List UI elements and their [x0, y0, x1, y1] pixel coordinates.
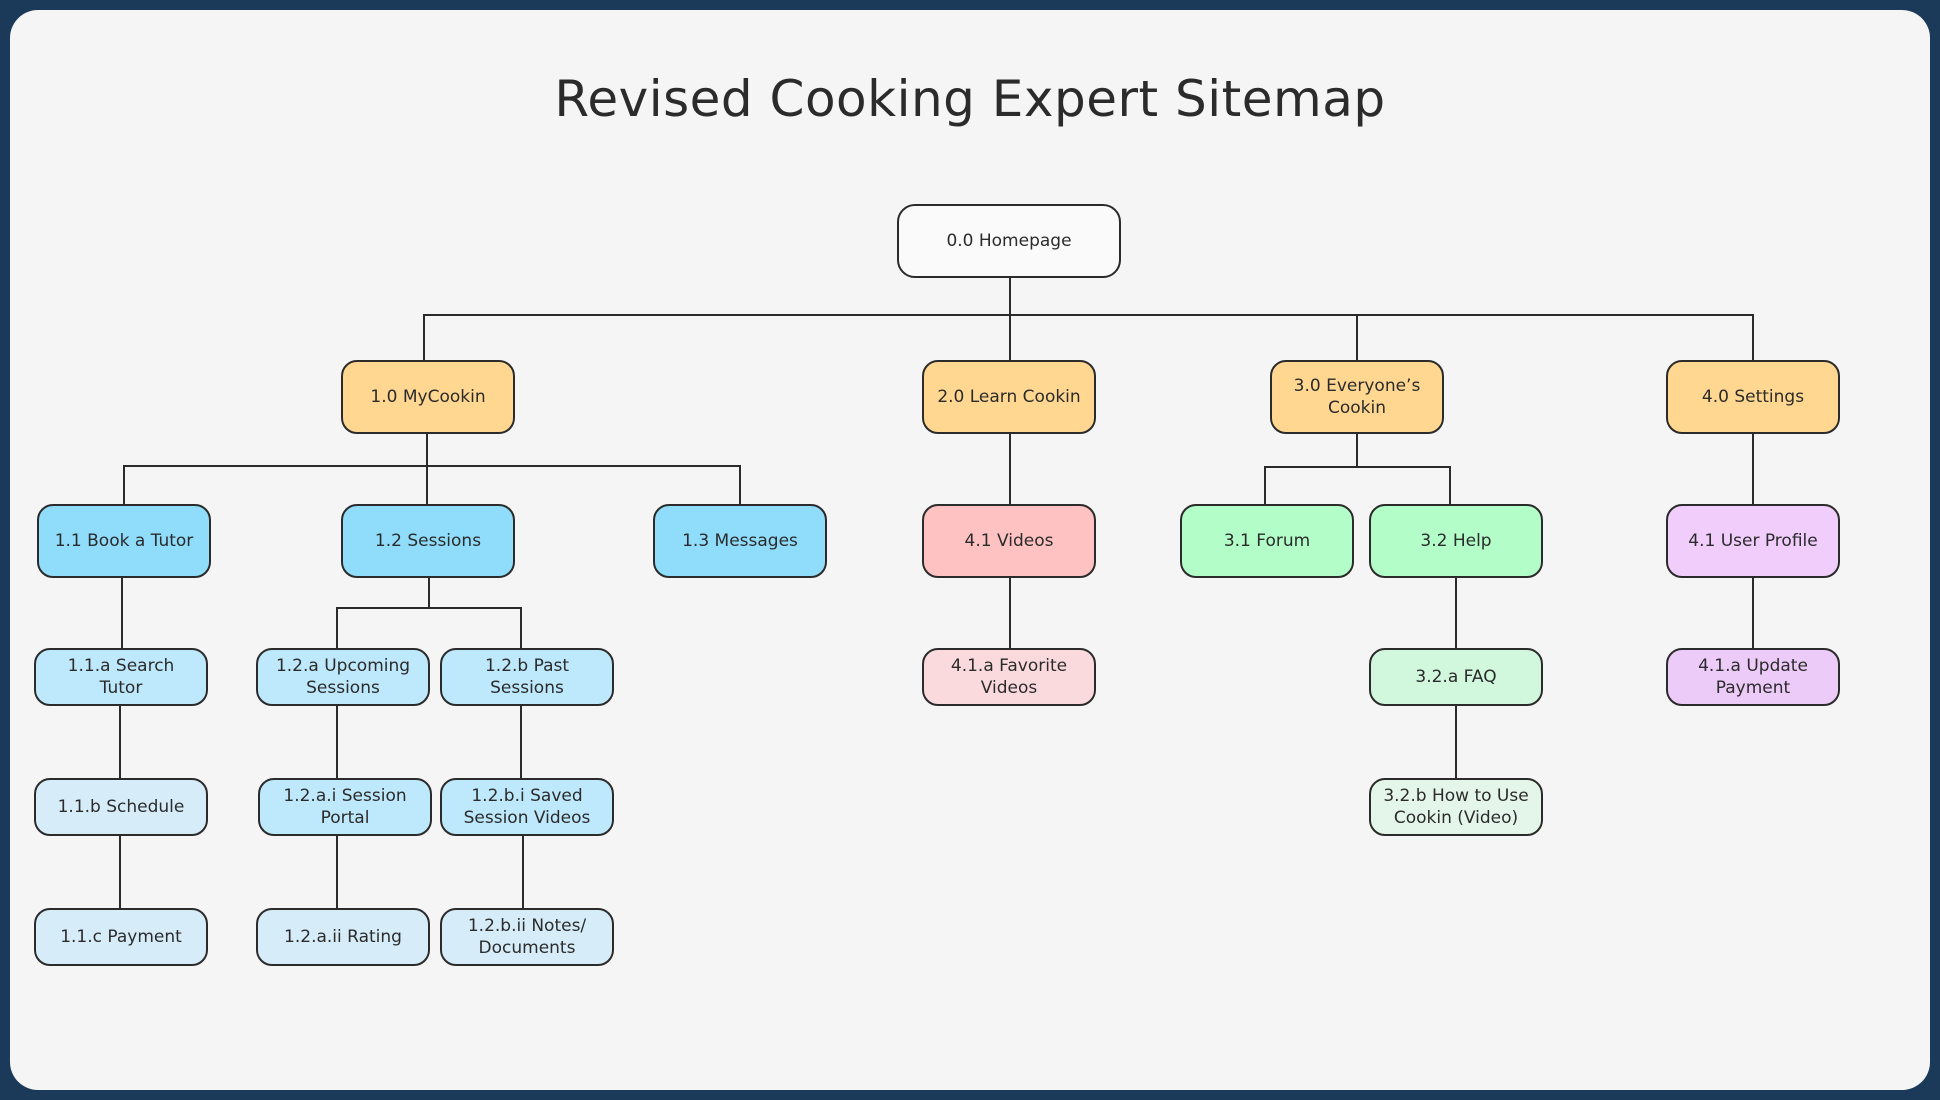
node-update-payment[interactable]: 4.1.a Update Payment: [1666, 648, 1840, 706]
node-past-sessions[interactable]: 1.2.b Past Sessions: [440, 648, 614, 706]
node-mycookin[interactable]: 1.0 MyCookin: [341, 360, 515, 434]
node-how-to-use[interactable]: 3.2.b How to Use Cookin (Video): [1369, 778, 1543, 836]
node-session-portal[interactable]: 1.2.a.i Session Portal: [258, 778, 432, 836]
node-learn-cookin[interactable]: 2.0 Learn Cookin: [922, 360, 1096, 434]
node-settings[interactable]: 4.0 Settings: [1666, 360, 1840, 434]
node-rating[interactable]: 1.2.a.ii Rating: [256, 908, 430, 966]
page-title: Revised Cooking Expert Sitemap: [554, 70, 1386, 128]
tree-connectors: [119, 277, 1754, 910]
sitemap-canvas: Revised Cooking Expert Sitemap: [10, 10, 1930, 1090]
node-faq[interactable]: 3.2.a FAQ: [1369, 648, 1543, 706]
node-upcoming-sessions[interactable]: 1.2.a Upcoming Sessions: [256, 648, 430, 706]
node-homepage[interactable]: 0.0 Homepage: [897, 204, 1121, 278]
node-messages[interactable]: 1.3 Messages: [653, 504, 827, 578]
connector-mycookin-bus: [123, 465, 741, 506]
node-help[interactable]: 3.2 Help: [1369, 504, 1543, 578]
node-user-profile[interactable]: 4.1 User Profile: [1666, 504, 1840, 578]
node-saved-session-videos[interactable]: 1.2.b.i Saved Session Videos: [440, 778, 614, 836]
node-sessions[interactable]: 1.2 Sessions: [341, 504, 515, 578]
connector-sessions-bus: [336, 607, 522, 650]
node-notes-documents[interactable]: 1.2.b.ii Notes/ Documents: [440, 908, 614, 966]
node-forum[interactable]: 3.1 Forum: [1180, 504, 1354, 578]
node-schedule[interactable]: 1.1.b Schedule: [34, 778, 208, 836]
node-book-tutor[interactable]: 1.1 Book a Tutor: [37, 504, 211, 578]
node-everyones-cookin[interactable]: 3.0 Everyone’s Cookin: [1270, 360, 1444, 434]
connector-level1-bus: [423, 314, 1754, 362]
node-search-tutor[interactable]: 1.1.a Search Tutor: [34, 648, 208, 706]
node-favorite-videos[interactable]: 4.1.a Favorite Videos: [922, 648, 1096, 706]
node-videos[interactable]: 4.1 Videos: [922, 504, 1096, 578]
connector-everyone-bus: [1264, 466, 1451, 506]
node-payment[interactable]: 1.1.c Payment: [34, 908, 208, 966]
